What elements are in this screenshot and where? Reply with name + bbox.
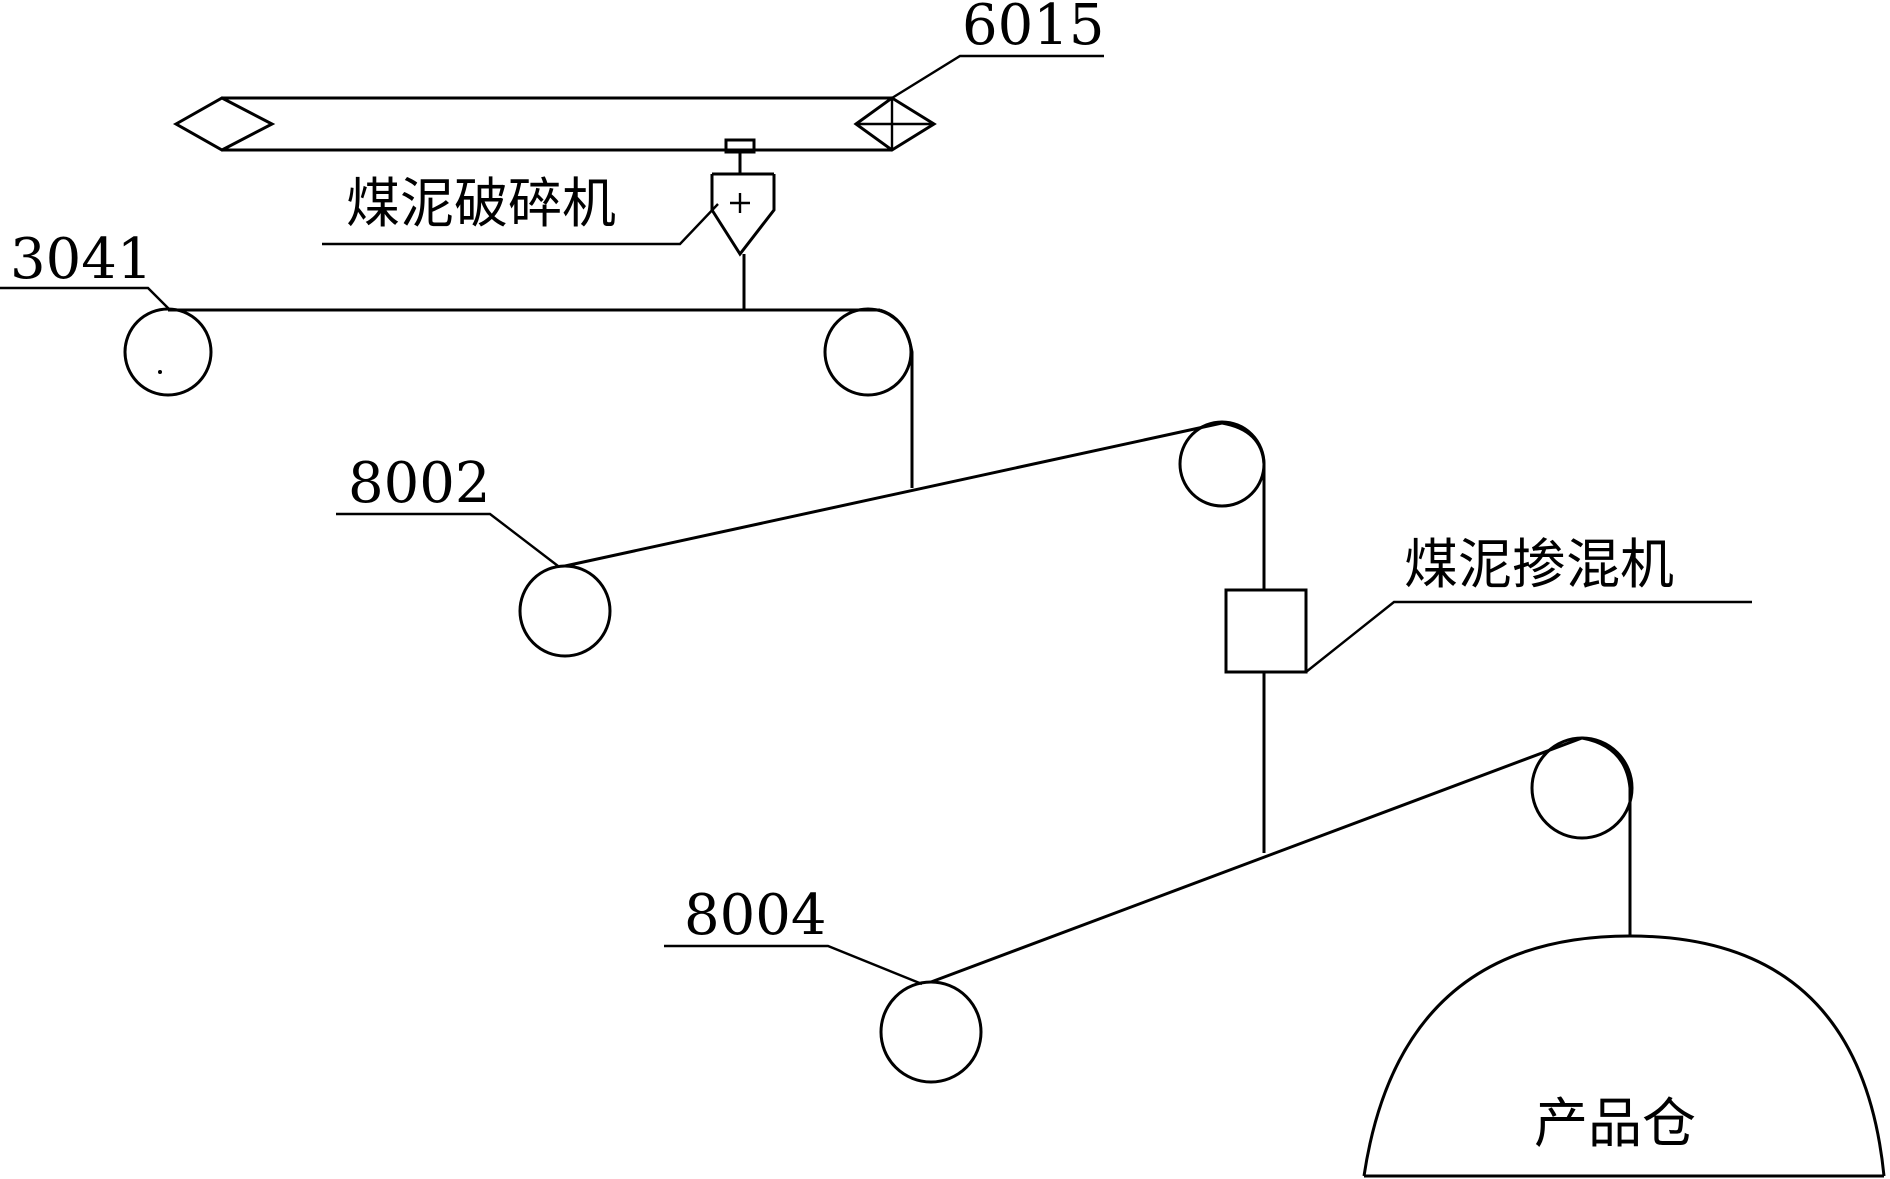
belt-8004-discharge [1581,736,1632,936]
belt-3041-tail-pulley-center [158,370,162,374]
leader-crusher [322,203,719,246]
label-3041: 3041 [10,227,153,292]
leader-3041 [0,286,171,311]
mixer-box [1224,588,1308,674]
label-silo: 产品仓 [1534,1092,1696,1155]
label-mixer: 煤泥掺混机 [1404,533,1674,596]
leader-mixer [1305,600,1752,673]
belt-8002 [518,420,1266,658]
conveyor-6015-left-end [172,96,276,152]
belt-8004-tail-pulley [879,980,983,1084]
leader-8002 [336,512,559,567]
label-8002: 8002 [348,451,491,516]
product-silo-dome [1362,934,1886,1177]
belt-3041-tail-pulley [123,307,213,397]
belt-8002-surface [564,421,1223,568]
label-8004: 8004 [684,883,827,948]
leader-6015 [891,54,1104,100]
leader-8004 [664,944,923,986]
mixer [1224,588,1308,853]
belt-3041-discharge [879,308,914,488]
belt-8004-head-pulley [1530,736,1634,840]
crusher [710,138,776,310]
belt-8004-surface [930,736,1583,984]
belt-8002-discharge [1221,421,1266,590]
belt-3041 [123,307,914,488]
belt-8002-tail-pulley [518,564,612,658]
crusher-body [710,174,776,257]
belt-8004 [879,736,1634,1084]
product-silo [1362,934,1886,1178]
conveyor-6015 [172,96,937,152]
label-crusher: 煤泥破碎机 [346,172,616,235]
label-6015: 6015 [962,0,1105,58]
